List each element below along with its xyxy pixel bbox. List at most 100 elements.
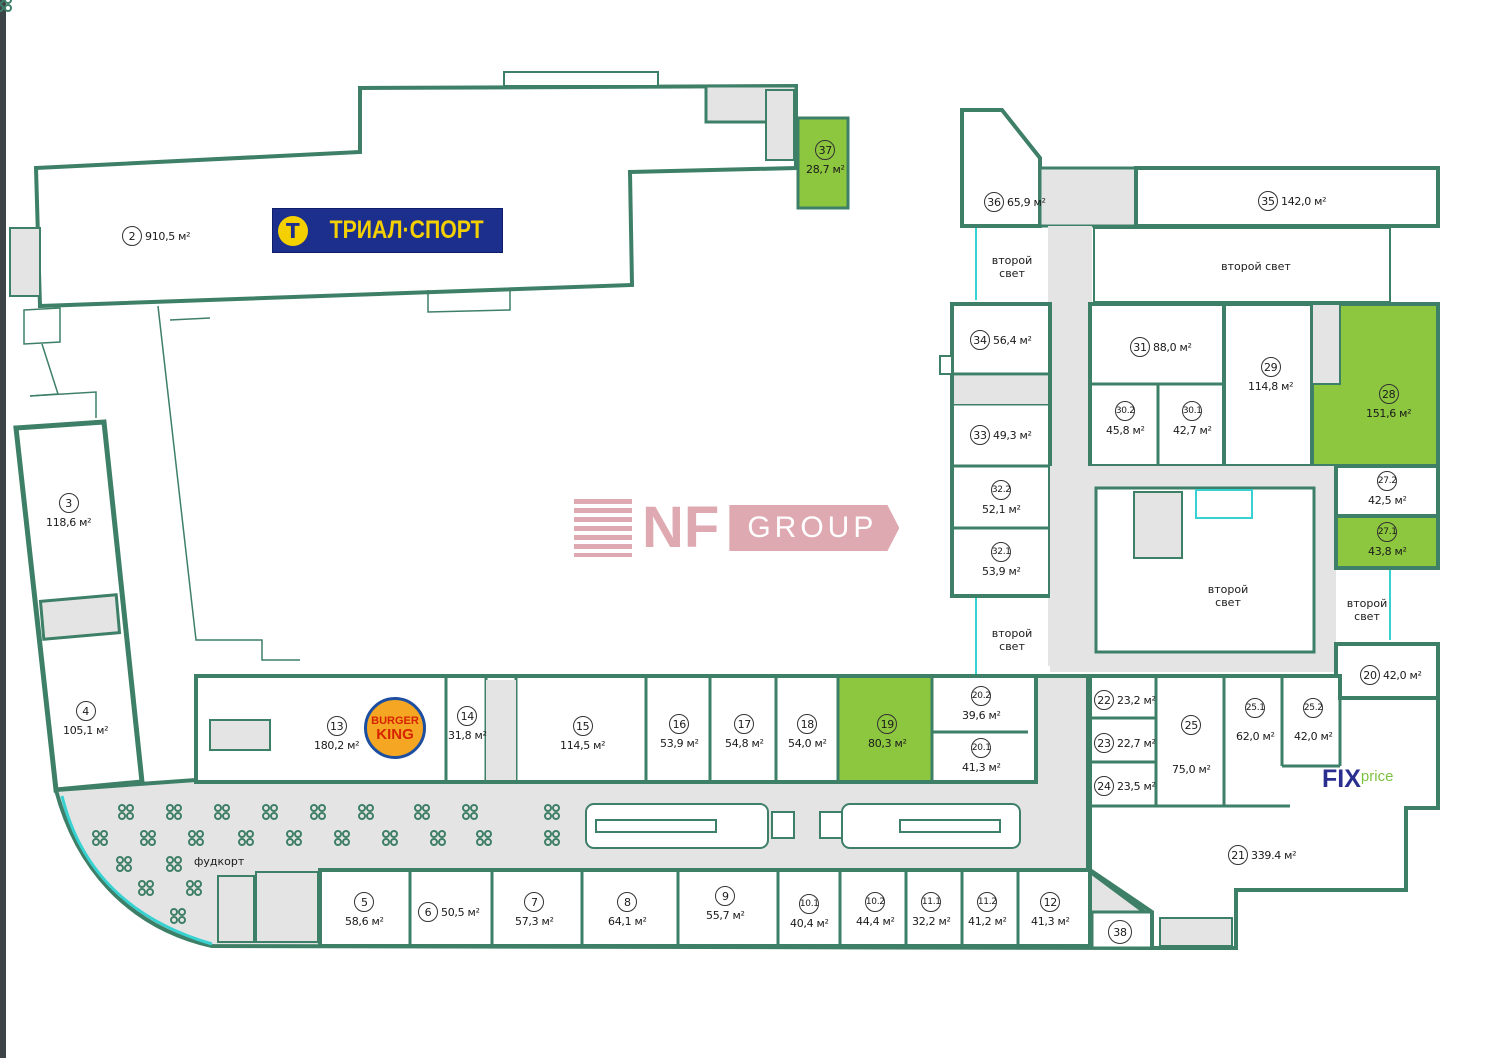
unit-number: 25	[1181, 715, 1202, 735]
window-edge	[0, 0, 6, 1058]
unit-number: 36	[984, 192, 1004, 212]
nf-group-stripes-icon	[574, 499, 632, 557]
unit-number: 8	[617, 892, 638, 912]
unit-number: 6	[418, 902, 438, 922]
unit-number: 17	[734, 714, 755, 734]
unit-number: 32.2	[991, 480, 1012, 500]
unit-number: 7	[524, 892, 545, 912]
unit-number: 4	[75, 701, 96, 721]
unit-number: 33	[970, 425, 990, 445]
unit-number: 11.1	[921, 892, 942, 912]
unit-number: 2	[122, 226, 142, 246]
second-light-label: второй свет	[1346, 597, 1388, 623]
nf-group-sub: GROUP	[729, 505, 900, 551]
burger-king-bottom: KING	[376, 726, 414, 743]
unit-number: 12	[1040, 892, 1061, 912]
second-light-label: второй свет	[991, 254, 1033, 280]
unit-number: 25.1	[1245, 698, 1266, 718]
fix-price-main: FIX	[1322, 765, 1361, 793]
unit-number: 31	[1130, 337, 1150, 357]
unit-number: 22	[1094, 690, 1114, 710]
unit-number: 5	[354, 892, 375, 912]
unit-number: 35	[1258, 191, 1278, 211]
unit-number: 19	[877, 714, 898, 734]
food-court-label: фудкорт	[194, 855, 245, 868]
unit-number: 27.1	[1377, 522, 1398, 542]
unit-number: 10.1	[799, 894, 820, 914]
unit-number: 32.1	[991, 542, 1012, 562]
unit-38[interactable]: 38	[1108, 920, 1132, 944]
unit-number: 14	[457, 706, 478, 726]
trial-sport-name: ТРИАЛ·СПОРТ	[329, 216, 484, 244]
unit-number: 9	[715, 886, 736, 906]
unit-number: 24	[1094, 776, 1114, 796]
unit-number: 27.2	[1377, 471, 1398, 491]
nf-group-watermark: NF GROUP	[574, 495, 900, 560]
unit-number: 23	[1094, 733, 1114, 753]
fix-price-sub: price	[1360, 768, 1394, 785]
unit-number: 38	[1108, 920, 1132, 944]
trial-sport-logo: T ТРИАЛ·СПОРТ	[272, 208, 503, 253]
unit-number: 18	[797, 714, 818, 734]
unit-number: 34	[970, 330, 990, 350]
unit-number: 28	[1378, 384, 1399, 404]
unit-number: 10.2	[865, 892, 886, 912]
unit-number: 21	[1228, 845, 1248, 865]
unit-number: 30.2	[1115, 401, 1136, 421]
unit-number: 20.2	[971, 686, 992, 706]
unit-number: 20.1	[971, 738, 992, 758]
unit-number: 16	[669, 714, 690, 734]
unit-number: 37	[815, 140, 836, 160]
unit-number: 15	[572, 716, 593, 736]
second-light-label: второй свет	[1221, 260, 1291, 273]
unit-number: 3	[58, 493, 79, 513]
unit-number: 11.2	[977, 892, 998, 912]
second-light-label: второй свет	[991, 627, 1033, 653]
nf-group-main: NF	[642, 495, 720, 560]
